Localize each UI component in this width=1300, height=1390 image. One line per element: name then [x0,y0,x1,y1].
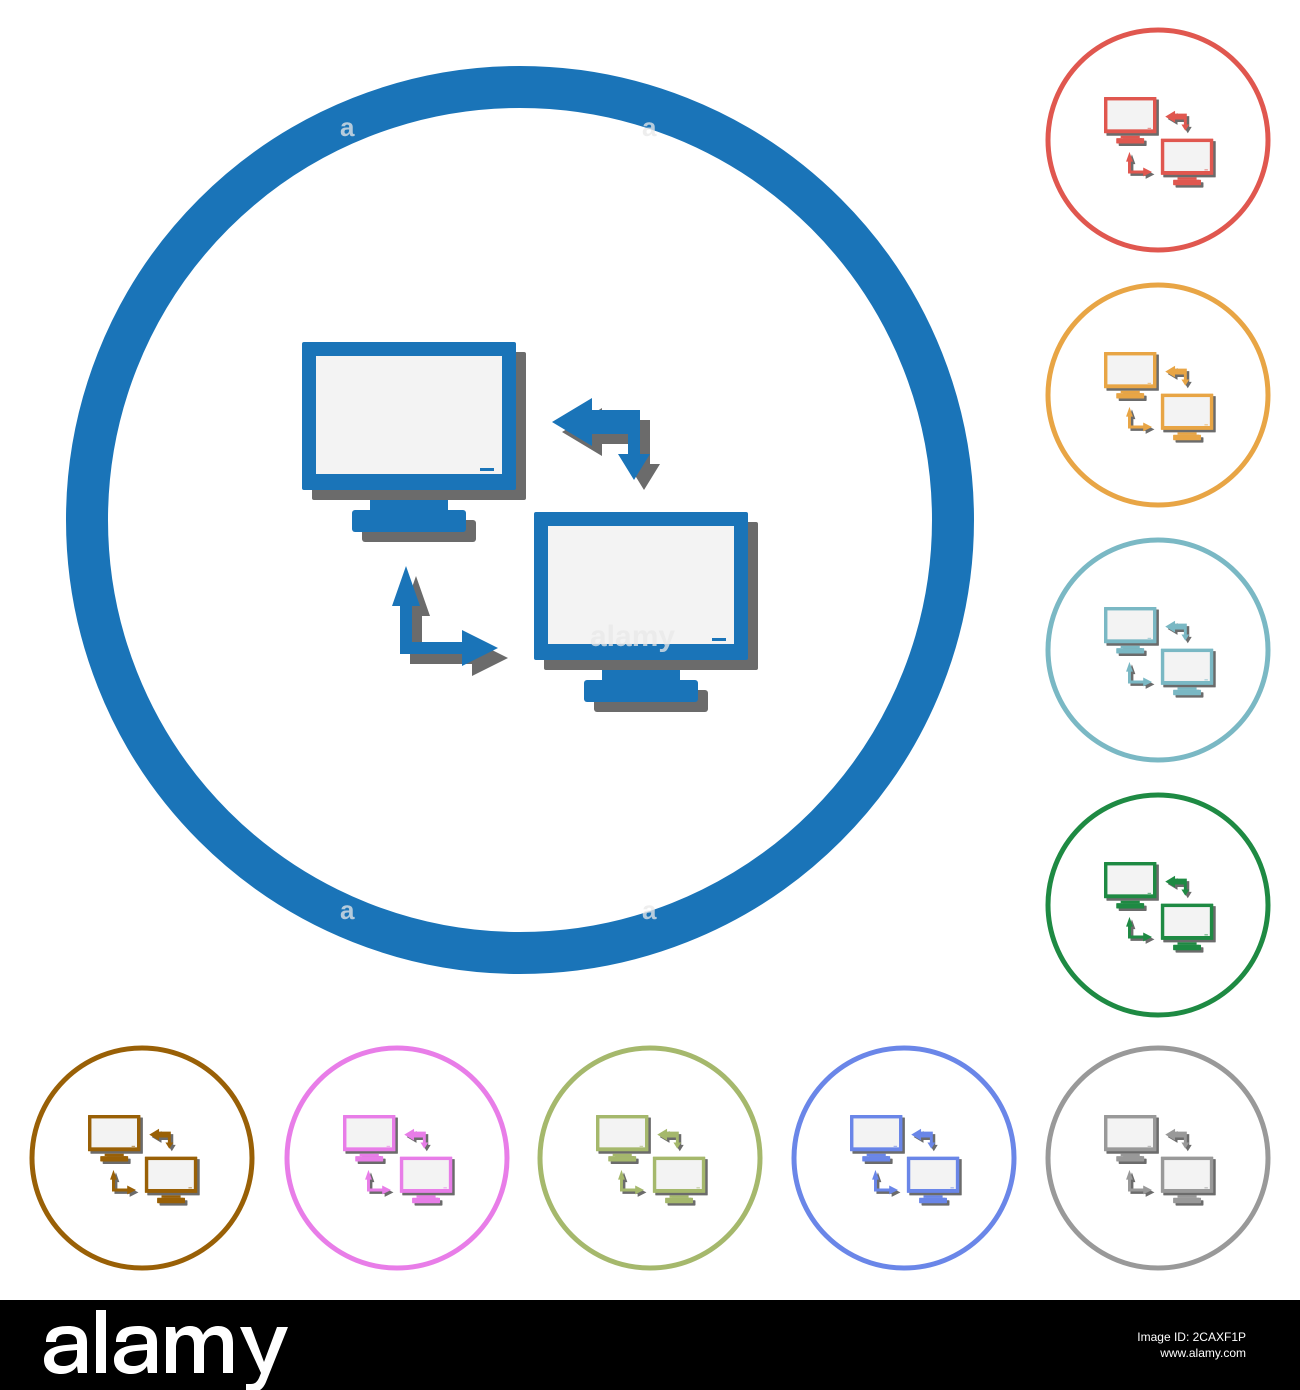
site-url: www.alamy.com [1160,1346,1246,1360]
alamy-logo-icon [44,1310,288,1390]
image-id-label: Image ID: 2CAXF1P [1137,1330,1246,1344]
icon-sheet-svg [29,27,1271,1271]
alamy-logo [0,1300,400,1390]
image-id-block: Image ID: 2CAXF1P www.alamy.com [986,1330,1246,1362]
footer-bar: Image ID: 2CAXF1P www.alamy.com [0,1300,1300,1390]
icon-sheet [29,27,1271,1271]
